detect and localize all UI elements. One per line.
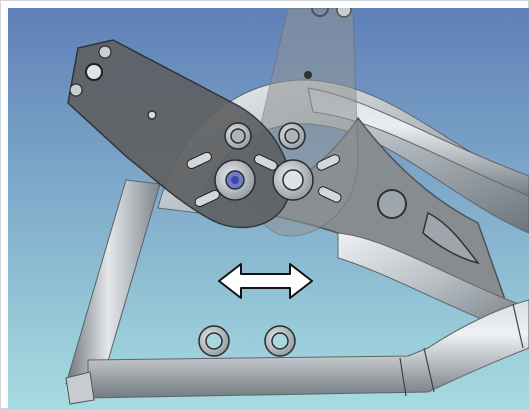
plate-slot [317,186,342,203]
pivot-bolt-right [272,159,314,201]
ghost-hole [304,71,312,79]
cad-scene [8,8,529,409]
plate-hole [147,110,157,120]
tube-end-cap [65,371,95,405]
ghost-bolt-top [311,8,329,17]
plate-slot [186,151,212,170]
bolt-icon [224,122,252,150]
gusset-cutout [422,211,480,265]
plate-bolt [98,45,112,59]
plate-slot [316,154,341,171]
tube-weld-line [512,303,524,349]
gusset-hole [377,189,407,219]
washer-icon [198,325,230,357]
right-upper-rail [307,87,529,197]
lower-diagonal-tube [337,232,529,339]
plate-bolt [69,83,83,97]
bottom-tube [87,299,529,399]
bolt-icon [278,122,306,150]
tube-weld-line [399,357,407,397]
cad-viewport [8,8,529,409]
washer-icon [264,325,296,357]
tube-weld-line [423,347,435,393]
plate-hole [85,63,103,81]
pivot-bolt-left [214,159,256,201]
double-arrow-icon [218,263,313,299]
ghost-bolt-top [336,8,352,18]
